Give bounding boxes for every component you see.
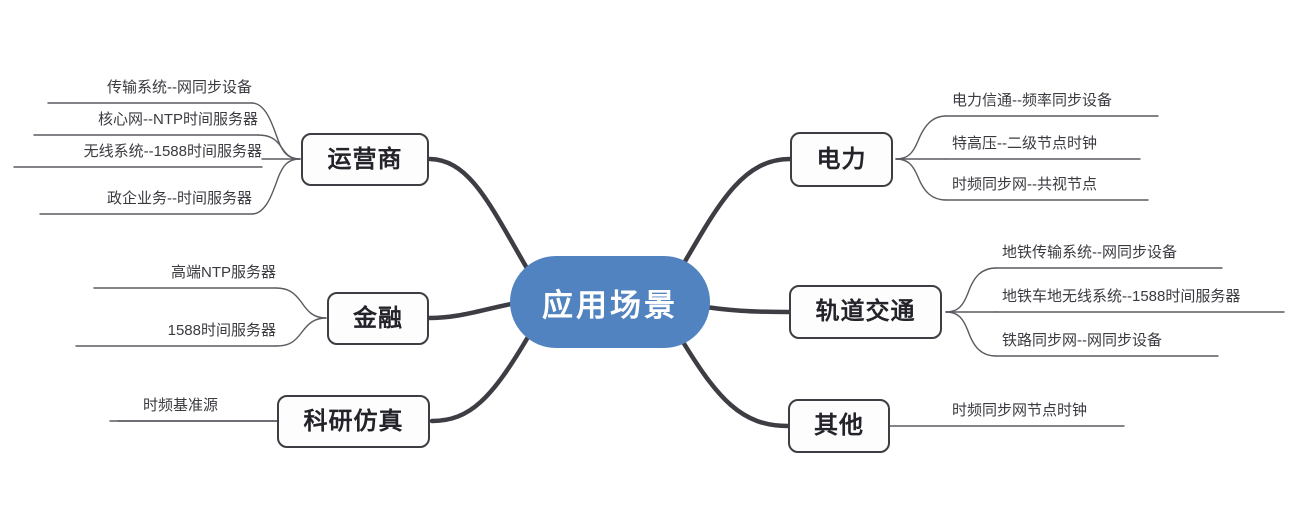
fan-finance-2 (275, 317, 327, 347)
trunk-operator (427, 156, 531, 273)
branch-label-operator: 运营商 (327, 145, 403, 173)
leaf-operator-1[interactable]: 传输系统--网同步设备 (107, 79, 252, 96)
center-node-label: 应用场景 (542, 287, 678, 323)
leaf-finance-1[interactable]: 高端NTP服务器 (170, 264, 276, 281)
branch-node-power[interactable]: 电力 (790, 132, 893, 187)
branch-label-other: 其他 (814, 412, 864, 439)
leaf-research-1[interactable]: 时频基准源 (142, 397, 218, 414)
leaf-operator-4[interactable]: 政企业务--时间服务器 (107, 190, 252, 207)
branch-node-operator[interactable]: 运营商 (301, 133, 429, 186)
leaf-power-2[interactable]: 特高压--二级节点时钟 (952, 135, 1097, 152)
branch-label-finance: 金融 (353, 304, 403, 332)
leaf-finance-2[interactable]: 1588时间服务器 (167, 322, 276, 339)
trunk-research (429, 334, 531, 424)
branch-label-research: 科研仿真 (303, 407, 404, 435)
leaf-power-1[interactable]: 电力信通--频率同步设备 (952, 92, 1112, 109)
branch-node-research[interactable]: 科研仿真 (277, 395, 430, 448)
branch-node-other[interactable]: 其他 (788, 399, 890, 453)
fan-power-3 (895, 158, 947, 201)
leaf-power-3[interactable]: 时频同步网--共视节点 (952, 176, 1097, 193)
trunk-finance (425, 300, 519, 321)
leaf-other-1[interactable]: 时频同步网节点时钟 (952, 402, 1088, 419)
fan-operator-4 (251, 158, 301, 215)
fan-operator-2 (257, 134, 301, 160)
branch-node-rail[interactable]: 轨道交通 (789, 285, 942, 339)
fan-power-1 (895, 115, 947, 160)
leaf-rail-2[interactable]: 地铁车地无线系统--1588时间服务器 (1002, 288, 1241, 305)
fan-finance-1 (275, 287, 327, 319)
branch-label-rail: 轨道交通 (815, 298, 916, 325)
branch-label-power: 电力 (816, 145, 867, 173)
trunk-power (677, 156, 793, 273)
leaf-rail-1[interactable]: 地铁传输系统--网同步设备 (1002, 244, 1177, 261)
leaf-operator-3[interactable]: 无线系统--1588时间服务器 (83, 143, 262, 160)
fan-rail-3 (945, 311, 997, 357)
center-node[interactable]: 应用场景 (510, 256, 710, 348)
fan-rail-1 (945, 267, 997, 313)
branch-node-finance[interactable]: 金融 (327, 292, 429, 345)
leaf-operator-2[interactable]: 核心网--NTP时间服务器 (98, 111, 258, 128)
leaf-rail-3[interactable]: 铁路同步网--网同步设备 (1002, 332, 1162, 349)
trunk-other (677, 334, 791, 429)
